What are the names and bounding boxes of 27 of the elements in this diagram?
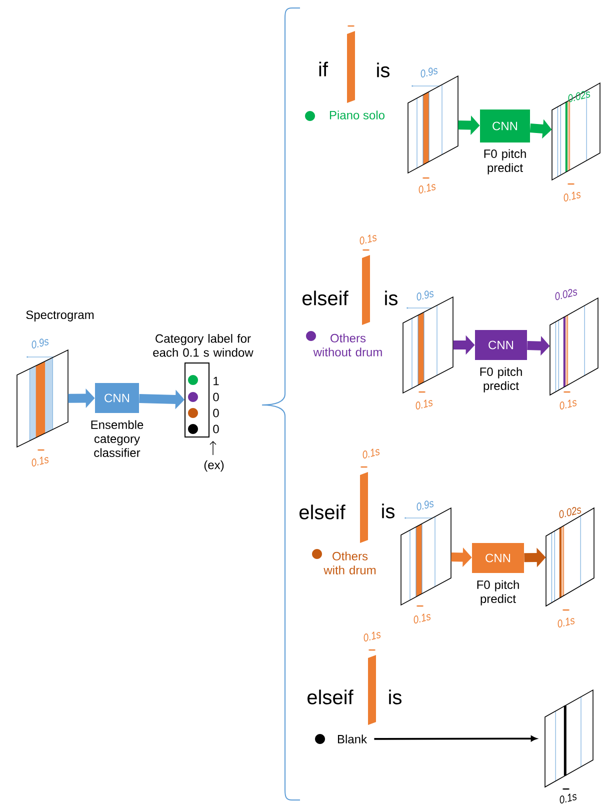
label-value: (ex) xyxy=(204,460,224,472)
dimension-label: 0.9s xyxy=(416,290,434,300)
keyword-text: is xyxy=(389,690,402,704)
dimension-label: 0.1s xyxy=(362,448,380,458)
keyword-text: is xyxy=(385,290,398,306)
category-label: Blank xyxy=(338,734,368,744)
dimension-label: 0.1s xyxy=(360,234,377,244)
label-vector-title: Category label for each 0.1 s window xyxy=(153,334,254,357)
arrow xyxy=(374,736,537,742)
dimension-label: 0.02s xyxy=(555,288,578,300)
dimension-label: 0.02s xyxy=(568,90,590,102)
keyword-text: is xyxy=(382,504,394,518)
spectrogram-title: Spectrogram xyxy=(26,310,94,322)
dimension-label: 0.9s xyxy=(416,500,434,510)
dimension-label: 0.1s xyxy=(364,632,381,642)
box-caption: Ensemble category classifier xyxy=(91,420,144,457)
box-caption: F0 pitch predict xyxy=(484,149,526,174)
box-caption: F0 pitch predict xyxy=(477,580,519,606)
dimension-label: 0.9s xyxy=(420,68,438,78)
keyword-text: is xyxy=(377,62,390,78)
dimension-label: 0.1s xyxy=(418,184,436,194)
keyword-text: if xyxy=(319,62,328,76)
category-name: Others with drum xyxy=(324,552,376,574)
dimension-label: 0.02s xyxy=(559,506,582,518)
keyword-text: elseif xyxy=(308,690,354,704)
category-name: Others without drum xyxy=(313,334,382,356)
box-caption: F0 pitch predict xyxy=(480,367,522,392)
